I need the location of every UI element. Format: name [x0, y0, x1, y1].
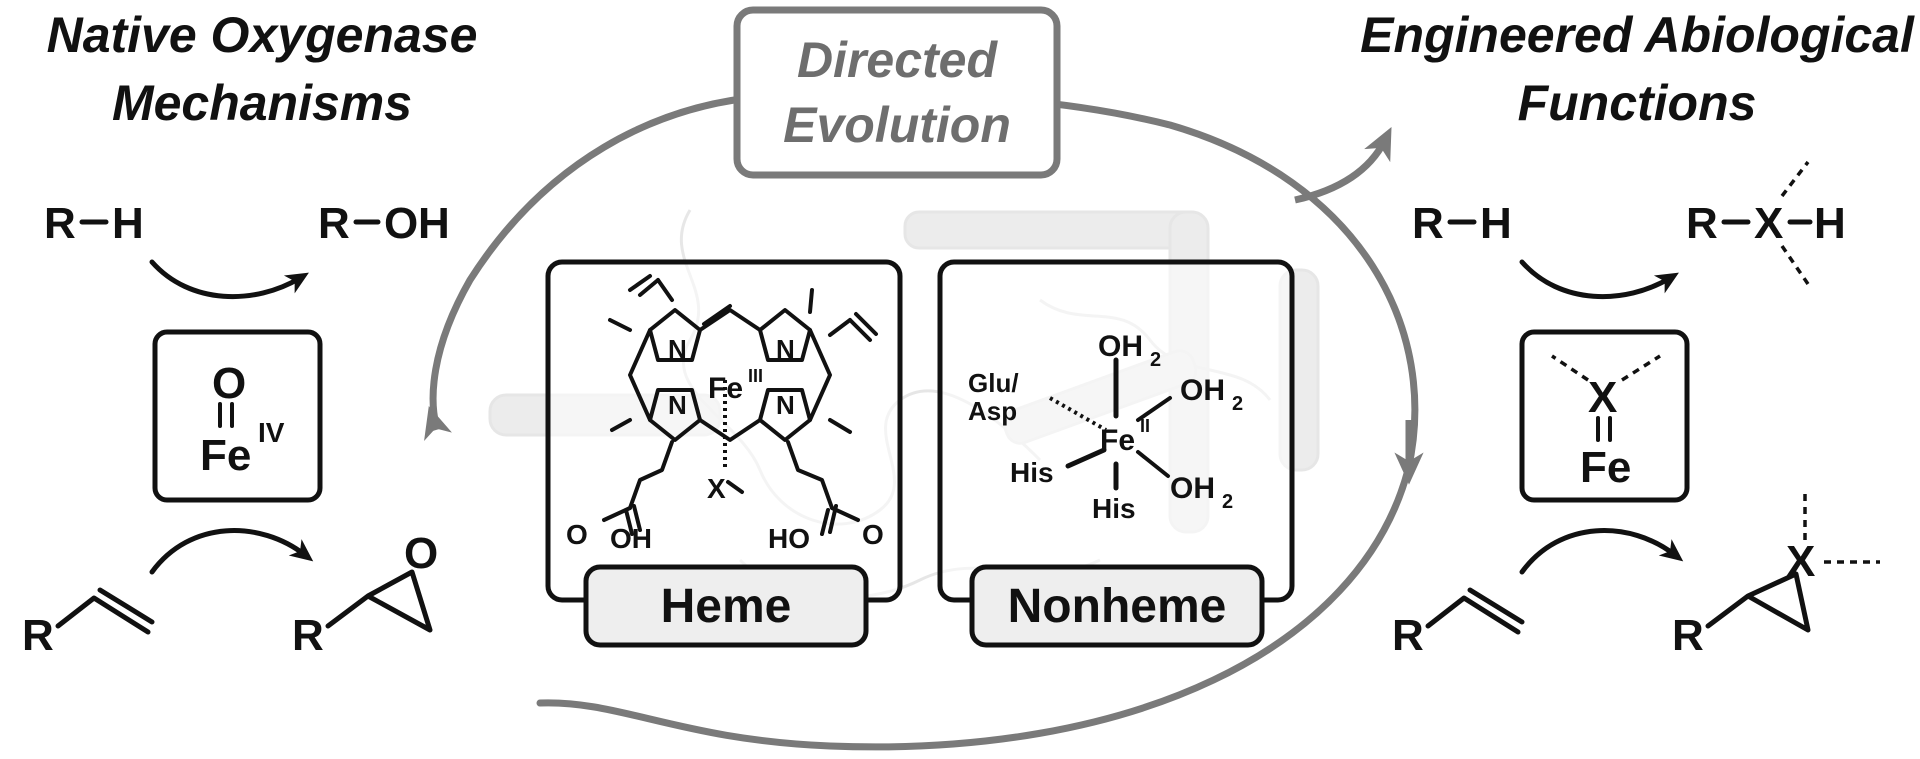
- loop-arrow-left: [424, 406, 452, 441]
- heme-n3: N: [668, 390, 687, 420]
- right-panel: Engineered Abiological Functions R H R X…: [1360, 7, 1915, 660]
- nonheme-label-box: [969, 564, 1265, 648]
- left-title-line2: Mechanisms: [112, 75, 412, 131]
- directed-evolution-box: Directed Evolution: [733, 6, 1061, 179]
- heme-fe: Fe: [708, 372, 743, 405]
- left-r1-product-o: O: [384, 199, 418, 248]
- nonheme-br-ligand: OH: [1170, 472, 1215, 505]
- nonheme-top-ligand-sub: 2: [1150, 349, 1161, 371]
- left-r2-product-r: R: [292, 611, 324, 660]
- heme-acid-left-o: O: [566, 519, 588, 550]
- nonheme-label: Nonheme: [1008, 580, 1227, 633]
- left-epoxide-bonds: [325, 569, 433, 633]
- nonheme-his-bottom: His: [1092, 493, 1136, 524]
- nonheme-br-ligand-sub: 2: [1222, 491, 1233, 513]
- porphyrin-structure: [602, 274, 878, 536]
- nonheme-right-ligand: OH: [1180, 374, 1225, 407]
- right-r1-product-r: R: [1686, 199, 1718, 248]
- nonheme-fe-ox: II: [1140, 416, 1150, 436]
- right-intermediate-box: [1519, 329, 1690, 503]
- nonheme-right-ligand-sub: 2: [1232, 393, 1243, 415]
- right-r1-product-x: X: [1754, 199, 1783, 248]
- left-title-line1: Native Oxygenase: [47, 7, 478, 63]
- right-r1-arrow: [1519, 259, 1679, 300]
- heme-n2: N: [776, 334, 795, 364]
- left-r1-reactant-h: H: [112, 199, 144, 248]
- right-r2-arrow: [1519, 528, 1684, 575]
- heme-label-box: [583, 564, 869, 648]
- left-alkene-bonds: [55, 595, 151, 635]
- right-intermediate-fe: Fe: [1580, 443, 1631, 492]
- left-r1-reactant-r: R: [44, 199, 76, 248]
- heme-axial-x: X: [707, 473, 726, 504]
- loop-exit-arrow: [1294, 126, 1392, 204]
- left-intermediate-ox: IV: [258, 417, 285, 448]
- nonheme-asp: Asp: [968, 396, 1017, 426]
- heme-acid-left-oh: OH: [610, 523, 652, 554]
- nonheme-fe: Fe: [1100, 424, 1135, 457]
- left-panel: Native Oxygenase Mechanisms R H R O H O …: [22, 7, 477, 660]
- heme-label: Heme: [661, 580, 792, 633]
- heme-acid-right-ho: HO: [768, 523, 810, 554]
- left-r1-product-h: H: [418, 199, 450, 248]
- right-title-line1: Engineered Abiological: [1360, 7, 1915, 63]
- nonheme-glu: Glu/: [968, 368, 1019, 398]
- right-intermediate-x: X: [1588, 373, 1617, 422]
- left-r2-reactant-r: R: [22, 611, 54, 660]
- left-intermediate-o: O: [212, 359, 246, 408]
- right-r1-product-h: H: [1814, 199, 1846, 248]
- right-r2-product-x: X: [1786, 537, 1815, 586]
- evolution-loop: [429, 91, 1419, 751]
- directed-evolution-line1: Directed: [797, 32, 999, 88]
- left-intermediate-box: [152, 329, 323, 503]
- heme-panel: N N N N Fe III X O OH HO O Heme: [545, 259, 903, 648]
- nonheme-top-ligand: OH: [1098, 330, 1143, 363]
- directed-evolution-cycle: [424, 91, 1424, 751]
- directed-evolution-line2: Evolution: [783, 97, 1011, 153]
- right-r1-reactant-h: H: [1480, 199, 1512, 248]
- right-title-line2: Functions: [1518, 75, 1757, 131]
- left-r2-product-o: O: [404, 529, 438, 578]
- heme-fe-ox: III: [748, 366, 763, 386]
- left-r1-arrow: [149, 259, 309, 300]
- left-intermediate-fe: Fe: [200, 431, 251, 480]
- heme-acid-right-o: O: [862, 519, 884, 550]
- nonheme-panel: OH 2 OH 2 Glu/ Asp Fe II His OH 2 His No…: [937, 259, 1295, 648]
- left-r1-product-r: R: [318, 199, 350, 248]
- heme-n1: N: [668, 334, 687, 364]
- right-r2-product-r: R: [1672, 611, 1704, 660]
- left-r2-arrow: [149, 528, 314, 575]
- nonheme-his-left: His: [1010, 457, 1054, 488]
- right-r2-reactant-r: R: [1392, 611, 1424, 660]
- heme-n4: N: [776, 390, 795, 420]
- right-r1-reactant-r: R: [1412, 199, 1444, 248]
